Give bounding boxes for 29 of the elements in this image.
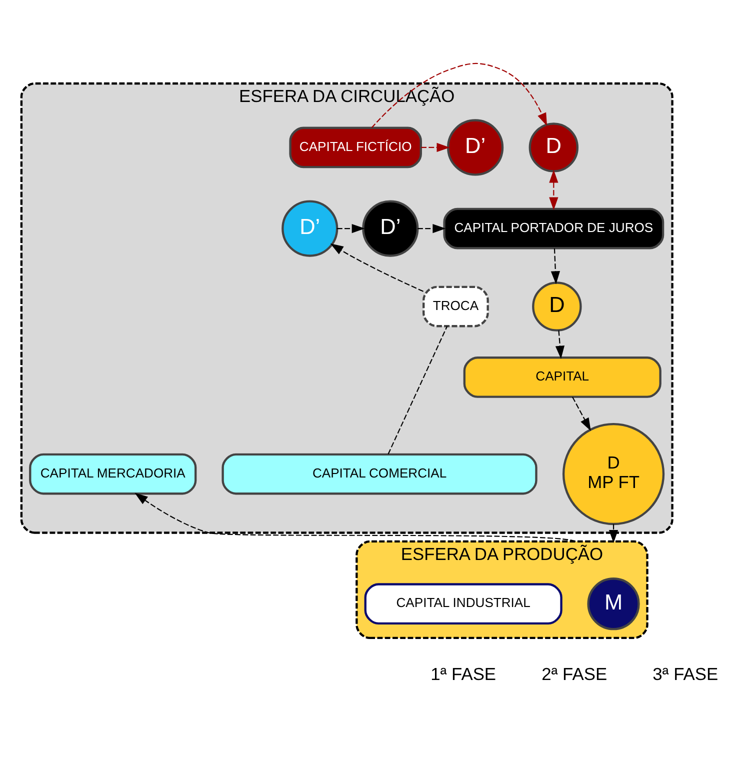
label: 3ª FASE: [652, 664, 718, 684]
node-circle: M: [587, 577, 640, 630]
node-box: CAPITAL INDUSTRIAL: [364, 582, 562, 624]
arrow: [555, 330, 565, 358]
arrow: [418, 223, 446, 233]
node-circle: D: [528, 122, 579, 172]
node-circle: D: [532, 281, 582, 331]
arrow: [336, 223, 365, 233]
node-circle: D’: [362, 200, 419, 256]
node-box: CAPITAL MERCADORIA: [29, 452, 197, 494]
connector: [388, 326, 448, 454]
arrow: [134, 492, 576, 542]
node-box: TROCA: [422, 285, 489, 327]
arrow: [572, 396, 591, 431]
node-circle: D MP FT: [562, 422, 665, 525]
arrow: [550, 248, 560, 284]
node-box: CAPITAL COMERCIAL: [222, 452, 538, 494]
arrow: [421, 142, 450, 152]
label: 2ª FASE: [542, 664, 608, 684]
node-box: CAPITAL PORTADOR DE JUROS: [443, 207, 664, 249]
arrow: [608, 524, 618, 543]
label: 1ª FASE: [430, 664, 496, 684]
arrow: [330, 242, 424, 292]
arrow: [371, 62, 548, 128]
arrow: [549, 169, 558, 210]
node-circle: D’: [447, 118, 504, 176]
node-box: CAPITAL FICTÍCIO: [289, 126, 422, 168]
node-box: CAPITAL: [463, 356, 662, 398]
node-circle: D’: [282, 200, 338, 256]
